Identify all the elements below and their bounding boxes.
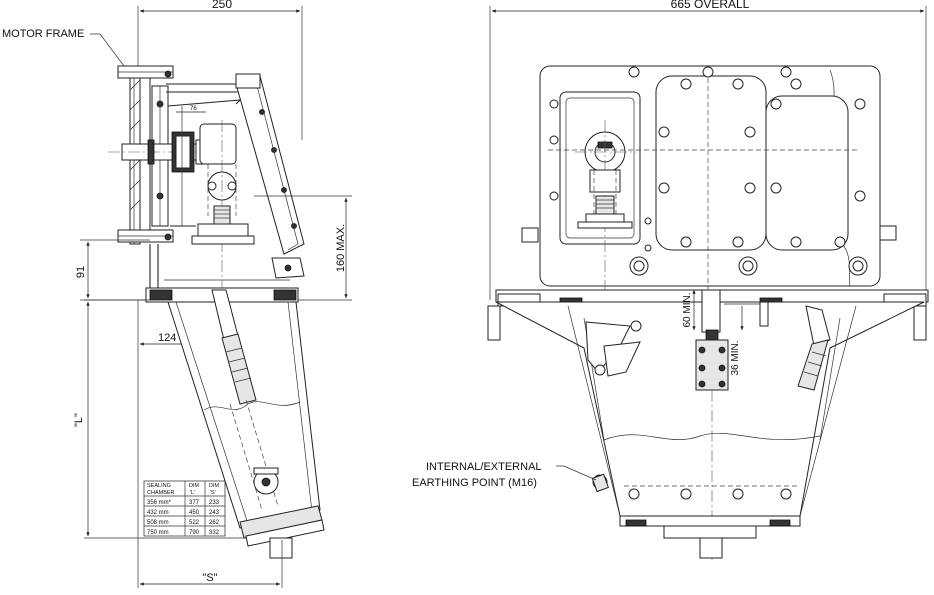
motor-frame-label: MOTOR FRAME bbox=[2, 28, 84, 40]
table-cell: 450 bbox=[189, 510, 200, 516]
dim-S: "S" bbox=[202, 572, 217, 584]
table-cell: 332 bbox=[209, 530, 220, 536]
dim-160-max: 160 MAX. bbox=[335, 224, 347, 272]
dim-250: 250 bbox=[212, 0, 232, 11]
table-cell: 243 bbox=[209, 510, 220, 516]
dim-124: 124 bbox=[158, 332, 176, 344]
table-header-s: 'S' bbox=[210, 490, 216, 496]
table-header-dim-s: DIM bbox=[209, 483, 220, 489]
table-cell: 356 mm* bbox=[147, 500, 172, 506]
table-cell: 750 mm bbox=[147, 530, 169, 536]
dim-60-min: 60 MIN. bbox=[682, 292, 693, 327]
dim-665-overall: 665 OVERALL bbox=[671, 0, 750, 11]
table-header-l: 'L' bbox=[190, 490, 195, 496]
table-cell: 790 bbox=[189, 530, 200, 536]
table-cell: 262 bbox=[209, 520, 220, 526]
dim-91: 91 bbox=[75, 266, 87, 278]
dim-76: 76 bbox=[190, 106, 197, 112]
side-view: 250 MOTOR FRAME bbox=[2, 0, 352, 588]
table-header-chamber: CHAMBER bbox=[147, 490, 175, 496]
table-cell: 233 bbox=[209, 500, 220, 506]
table-cell: 508 mm bbox=[147, 520, 169, 526]
earthing-label-line2: EARTHING POINT (M16) bbox=[412, 477, 537, 489]
cover-plate-left bbox=[655, 75, 767, 251]
table-header-sealing: SEALING bbox=[147, 483, 171, 489]
earthing-label-line1: INTERNAL/EXTERNAL bbox=[426, 461, 542, 473]
table-cell: 377 bbox=[189, 500, 200, 506]
dim-L: "L" bbox=[73, 413, 85, 427]
table-header-dim-l: DIM bbox=[189, 483, 200, 489]
table-cell: 522 bbox=[189, 520, 200, 526]
cover-plate-right bbox=[765, 95, 849, 251]
sealing-chamber-body bbox=[167, 301, 321, 529]
dim-36-min: 36 MIN. bbox=[730, 340, 741, 375]
dimension-table: SEALING CHAMBER DIM 'L' DIM 'S' 356 mm* … bbox=[143, 480, 226, 537]
table-cell: 432 mm bbox=[147, 510, 169, 516]
front-view: 665 OVERALL bbox=[412, 0, 929, 560]
